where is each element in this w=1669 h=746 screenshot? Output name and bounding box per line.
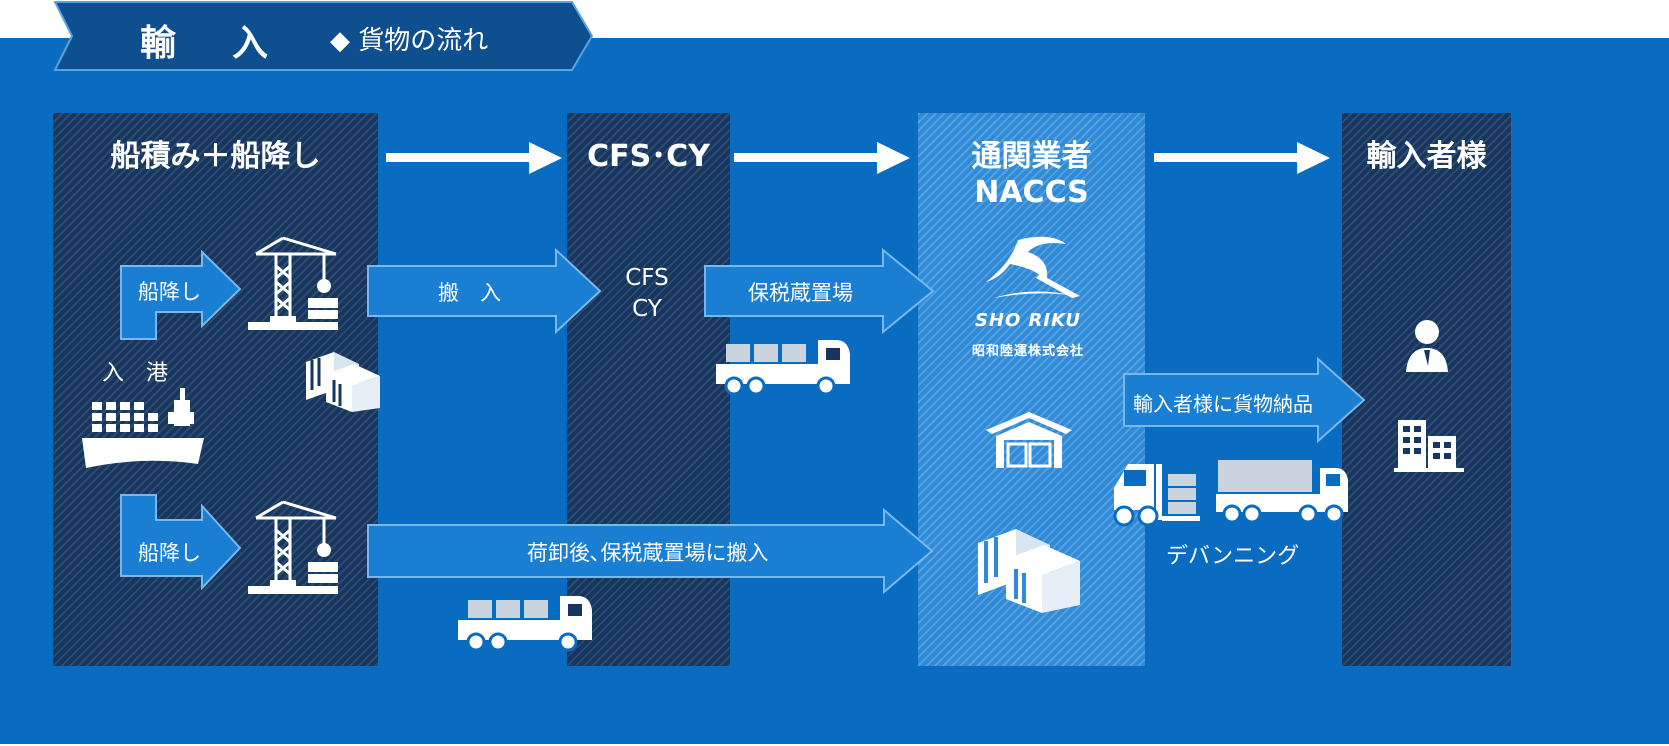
after-unload-label: 荷卸後､保税蔵置場に搬入 [527,541,769,565]
column-title-cfs: CFS･CY [587,139,710,174]
column-title-customs-1: 通関業者 [971,139,1092,174]
building-icon [1394,420,1464,472]
header-arrow-1 [386,142,562,174]
crane-icon [248,236,338,330]
bonded-label: 保税蔵置場 [748,281,853,305]
header-tab [53,0,594,71]
column-customs [918,113,1145,666]
logo-company: 昭和陸運株式会社 [971,344,1084,359]
boxes-icon [978,529,1080,613]
cy-label: CY [632,296,662,322]
bonded-arrow [704,247,935,335]
warehouse-icon [986,412,1072,468]
logo-brand: SHO RIKU [974,310,1082,331]
truck-icon [458,596,592,652]
container-truck-icon [1216,460,1348,524]
ship-icon [82,388,204,468]
unload-arrow-bottom [120,494,242,591]
delivery-label: 輸入者様に貨物納品 [1133,392,1313,416]
delivery-arrow [1123,356,1366,444]
carry-in-arrow [367,247,602,335]
truck-icon [716,340,850,396]
unload-label-top: 船降し [138,280,201,304]
unload-label-bottom: 船降し [138,541,201,565]
column-title-importer: 輸入者様 [1366,139,1487,174]
forklift-icon [1113,464,1200,527]
devanning-label: デバンニング [1166,544,1300,569]
header-subtitle: ◆ 貨物の流れ [330,26,489,56]
carry-in-label: 搬 入 [438,281,501,305]
person-icon [1406,320,1448,372]
header-arrow-3 [1154,142,1330,174]
sho-riku-logo [986,236,1080,298]
after-unload-arrow [367,507,934,595]
crane-icon [248,500,338,594]
column-importer [1342,113,1511,666]
arrival-label: 入 港 [102,361,169,386]
column-title-ship: 船積み＋船降し [110,139,321,174]
column-title-customs-2: NACCS [974,175,1089,210]
header-arrow-2 [734,142,910,174]
header-title: 輸 入 [140,23,279,64]
boxes-icon [306,352,380,412]
cfs-label: CFS [625,265,669,291]
unload-arrow-top [120,249,242,340]
